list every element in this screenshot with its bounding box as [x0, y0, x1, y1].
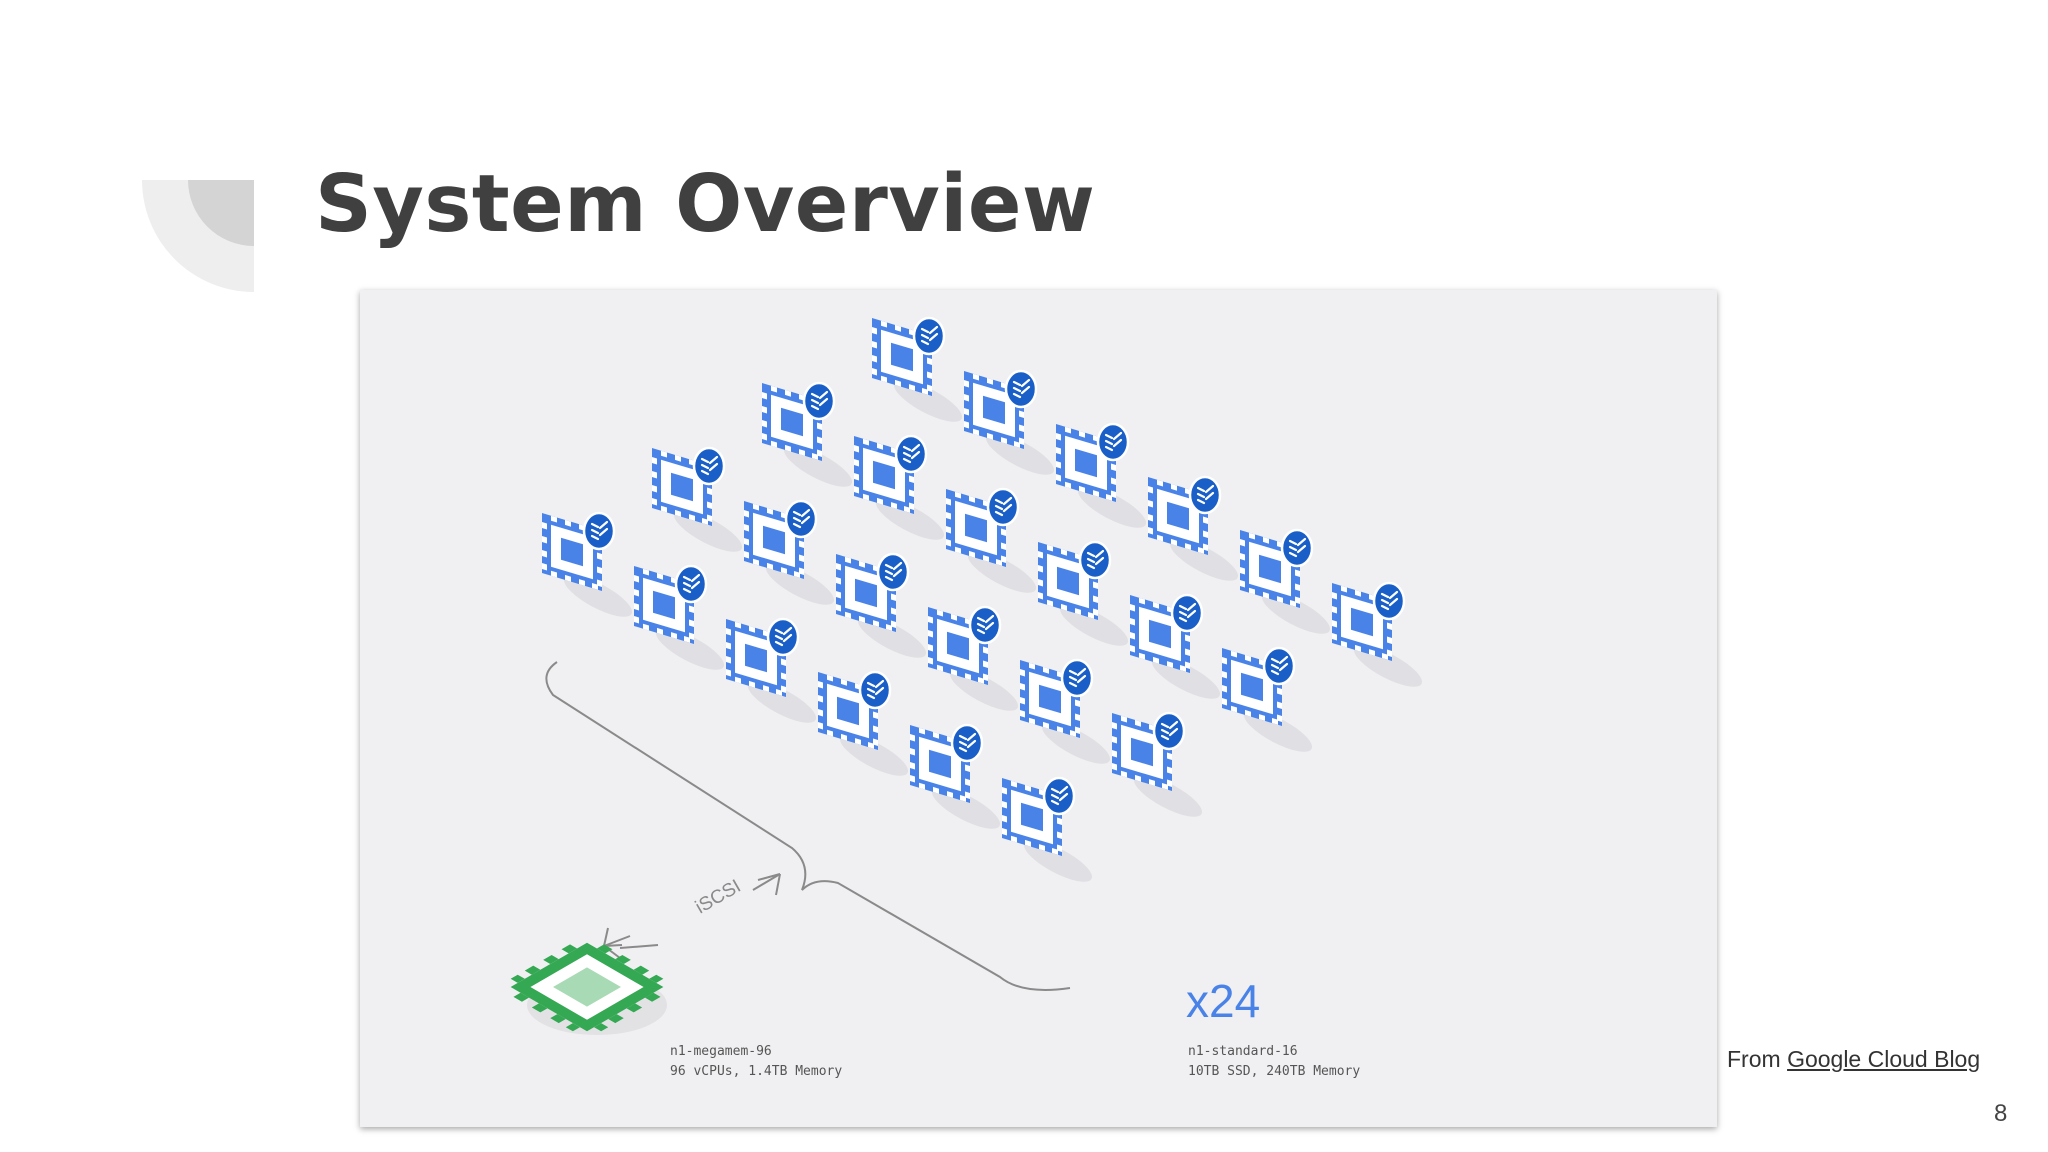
worker-node-chip — [1018, 658, 1117, 773]
iscsi-arrow — [603, 873, 781, 959]
worker-node-chip — [1110, 711, 1209, 826]
worker-node-chip — [724, 617, 823, 732]
architecture-diagram: iSCSI n1-megamem-96 96 vCPUs, 1.4TB Me — [360, 290, 1717, 1127]
worker-node-chip — [1000, 776, 1099, 891]
master-node-chip — [510, 942, 667, 1035]
worker-node-chip — [1146, 475, 1245, 590]
corner-decoration — [142, 180, 254, 292]
worker-node-chip — [852, 434, 951, 549]
worker-node-grid — [540, 316, 1429, 891]
page-number: 8 — [1994, 1100, 2008, 1127]
source-credit: From Google Cloud Blog — [1727, 1046, 1980, 1073]
worker-node-chip — [1054, 422, 1153, 537]
protocol-label: iSCSI — [692, 876, 745, 918]
worker-node-chip — [1220, 646, 1319, 761]
source-link[interactable]: Google Cloud Blog — [1787, 1046, 1981, 1072]
worker-node-chip — [944, 487, 1043, 602]
master-node-name: n1-megamem-96 — [670, 1044, 772, 1059]
worker-node-chip — [632, 564, 731, 679]
worker-node-chip — [650, 446, 749, 561]
source-prefix: From — [1727, 1046, 1781, 1072]
master-node-specs: 96 vCPUs, 1.4TB Memory — [670, 1064, 842, 1079]
worker-node-chip — [926, 605, 1025, 720]
worker-node-chip — [1330, 581, 1429, 696]
worker-node-chip — [760, 381, 859, 496]
worker-node-chip — [834, 552, 933, 667]
worker-node-chip — [908, 723, 1007, 838]
worker-multiplier: x24 — [1186, 975, 1260, 1027]
worker-node-name: n1-standard-16 — [1188, 1044, 1298, 1059]
worker-node-chip — [742, 499, 841, 614]
slide-title: System Overview — [315, 158, 1096, 250]
worker-node-chip — [816, 670, 915, 785]
worker-node-chip — [1238, 528, 1337, 643]
worker-node-chip — [1036, 540, 1135, 655]
worker-node-chip — [870, 316, 969, 431]
worker-node-specs: 10TB SSD, 240TB Memory — [1188, 1064, 1360, 1079]
worker-node-chip — [540, 511, 639, 626]
cluster-brace — [545, 661, 1071, 991]
diagram-canvas: iSCSI n1-megamem-96 96 vCPUs, 1.4TB Me — [510, 316, 1429, 1079]
worker-node-chip — [962, 369, 1061, 484]
worker-node-chip — [1128, 593, 1227, 708]
